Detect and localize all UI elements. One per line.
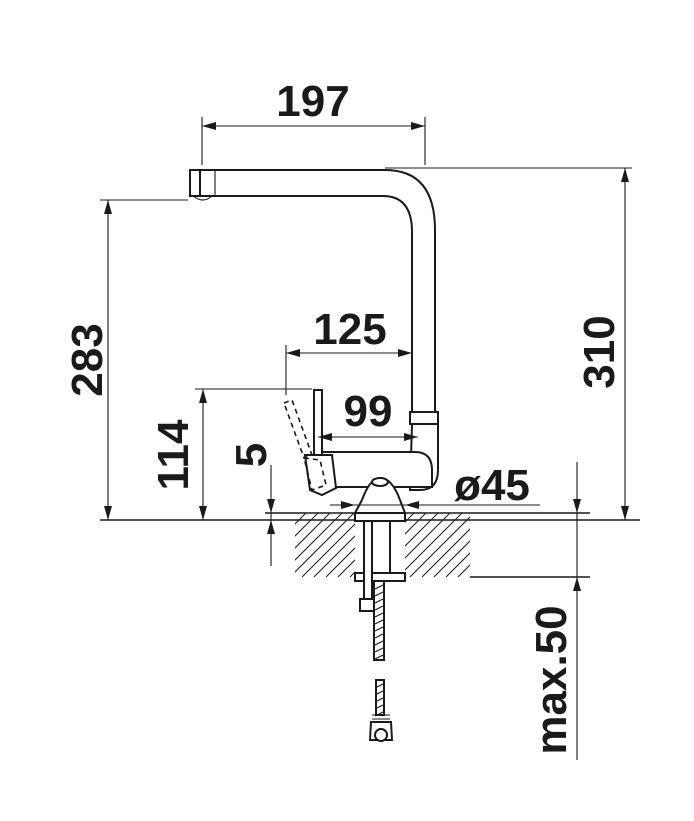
dimension-label-125: 125: [313, 305, 386, 354]
hose-stripe: [374, 704, 384, 710]
hatch-line: [409, 516, 470, 577]
hatch-line: [230, 513, 294, 577]
spout-collar: [409, 411, 439, 425]
hatch-line: [295, 513, 343, 561]
hatch-line: [445, 552, 470, 577]
hatch-line: [295, 513, 355, 573]
hatch-line: [457, 564, 470, 577]
hose-stripe: [374, 683, 384, 689]
dimension-label-99: 99: [344, 387, 393, 436]
dimension-max-50: max.50: [527, 462, 581, 760]
dimension-197: 197: [201, 77, 426, 165]
hose-stripe: [374, 598, 384, 604]
dimension-114: 114: [149, 388, 312, 520]
lever-alternate-position: [282, 398, 314, 460]
dimension-diameter-45: ø45: [330, 461, 540, 510]
dimension-283: 283: [63, 199, 188, 520]
dimension-5: 5: [227, 443, 276, 566]
hatch-line: [295, 513, 307, 525]
hose-stripe: [374, 697, 384, 703]
hose-stripe: [374, 654, 384, 660]
hatch-line: [433, 540, 470, 577]
hose-stripe: [374, 647, 384, 653]
hose-stripe: [374, 619, 384, 625]
mounting-nut: [359, 598, 375, 612]
dimension-label-diameter-45: ø45: [454, 461, 530, 510]
dimension-125: 125: [285, 305, 412, 395]
dimension-label-114: 114: [149, 419, 198, 491]
hatch-line: [421, 528, 470, 577]
hose-stripe: [374, 591, 384, 597]
spout-outlet: [189, 169, 201, 197]
hose-stripe: [374, 605, 384, 611]
dimension-label-310: 310: [575, 315, 624, 388]
dimension-label-max-50: max.50: [527, 605, 576, 754]
dimension-310: 310: [385, 167, 632, 520]
hose-stripe: [374, 626, 384, 632]
hose-stripe: [374, 640, 384, 646]
hose-stripe: [374, 690, 384, 696]
hatch-line: [469, 576, 470, 577]
hatch-line: [295, 513, 319, 537]
dimension-label-283: 283: [63, 323, 112, 396]
mixer-body: [321, 451, 433, 488]
spout: [189, 169, 436, 421]
lever-handle: [313, 389, 323, 456]
dimension-label-197: 197: [276, 77, 349, 126]
hose-stripe: [374, 584, 384, 590]
under-counter-assembly: [354, 512, 406, 742]
supply-hose: [373, 580, 385, 661]
hatch-line: [295, 513, 331, 549]
hatch-line: [397, 513, 463, 577]
faucet: [189, 169, 439, 514]
dimension-label-5: 5: [227, 443, 276, 467]
lever-cartridge: [303, 454, 338, 497]
hose-stripe: [374, 633, 384, 639]
dimension-99: 99: [318, 387, 418, 441]
hose-stripe: [374, 612, 384, 618]
threaded-rod: [363, 520, 373, 600]
